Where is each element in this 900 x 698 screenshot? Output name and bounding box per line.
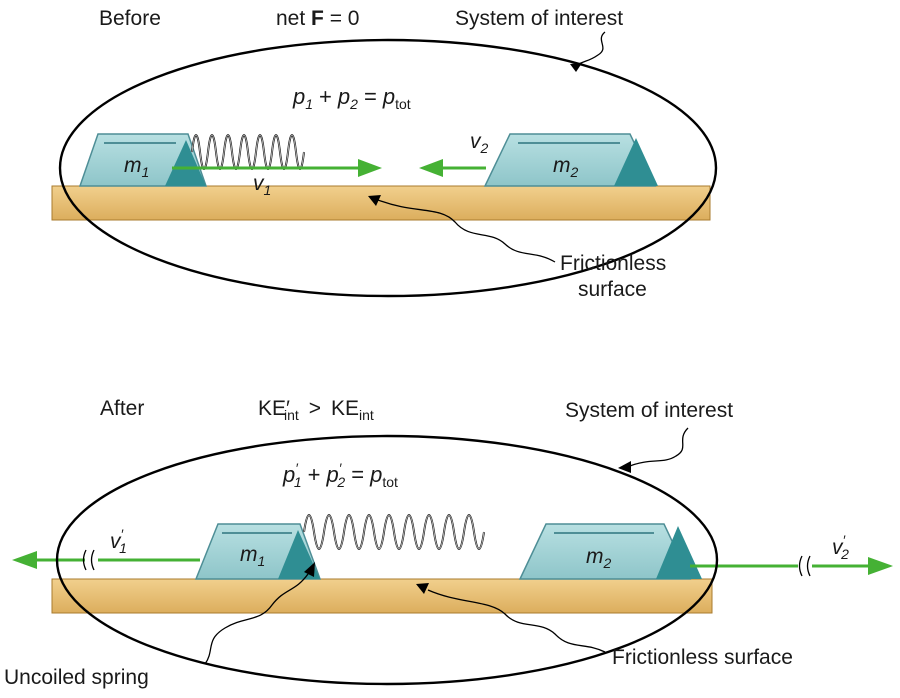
surface-pointer-line-before <box>377 199 556 263</box>
frictionless-label-line1-before: Frictionless <box>560 252 666 275</box>
spring-pointer-line <box>204 573 309 665</box>
net-force-label: net F = 0 <box>276 7 359 30</box>
mass-label-m1-after: m1 <box>240 543 265 569</box>
system-boundary-after <box>55 434 719 686</box>
momentum-equation-after: p′1+p′2=ptot <box>282 460 398 490</box>
uncoiled-spring-label: Uncoiled spring <box>4 666 149 689</box>
frictionless-surface-label-after: Frictionless surface <box>612 646 793 669</box>
frictionless-label-line2-before: surface <box>578 278 647 301</box>
system-pointer-arrowhead-before <box>570 63 582 72</box>
after-panel: After KE′int>KEint System of interest m1… <box>4 397 893 689</box>
mass-label-m1-before: m1 <box>124 154 149 180</box>
wedge-m1-before <box>165 140 206 186</box>
wedge-m2-before <box>614 138 658 186</box>
surface-pointer-line-after <box>427 589 606 653</box>
momentum-equation-before: p1+p2=ptot <box>292 84 411 112</box>
velocity-arrow-v1-after <box>12 549 200 571</box>
frictionless-surface-before <box>51 185 711 221</box>
block-m1-before: m1 <box>78 133 208 187</box>
system-of-interest-label-after: System of interest <box>565 399 733 422</box>
block-m2-after: m2 <box>518 523 702 580</box>
wedge-m1-after <box>278 530 320 579</box>
system-pointer-line-after <box>629 427 689 467</box>
velocity-arrow-v2-before <box>419 159 486 177</box>
velocity-arrow-v2-after <box>690 555 893 577</box>
before-panel: Before net F = 0 System of interest m1 m… <box>51 7 718 301</box>
break-mark-v2 <box>798 555 811 577</box>
velocity-label-v1-after: v′1 <box>110 526 127 556</box>
mass-label-m2-after: m2 <box>586 545 612 571</box>
block-m2-before: m2 <box>483 133 658 187</box>
system-pointer-line-before <box>574 31 606 67</box>
block-m1-after: m1 <box>194 523 322 580</box>
break-mark-v1 <box>82 549 95 571</box>
before-heading: Before <box>99 7 161 30</box>
surface-pointer-arrowhead-after <box>416 583 429 594</box>
velocity-label-v1-before: v1 <box>253 172 271 198</box>
velocity-label-v2-before: v2 <box>470 130 489 156</box>
velocity-label-v2-after: v′2 <box>832 532 849 562</box>
after-heading: After <box>100 397 144 420</box>
system-pointer-arrowhead-after <box>618 461 631 473</box>
system-of-interest-label-before: System of interest <box>455 7 623 30</box>
spring-pointer-arrowhead <box>304 562 315 577</box>
mass-label-m2-before: m2 <box>553 154 579 180</box>
surface-pointer-arrowhead-before <box>368 195 381 206</box>
system-boundary-before <box>58 38 718 298</box>
frictionless-surface-after <box>51 578 713 614</box>
velocity-arrow-v1-before <box>172 159 382 177</box>
internal-ke-inequality: KE′int>KEint <box>258 397 374 423</box>
